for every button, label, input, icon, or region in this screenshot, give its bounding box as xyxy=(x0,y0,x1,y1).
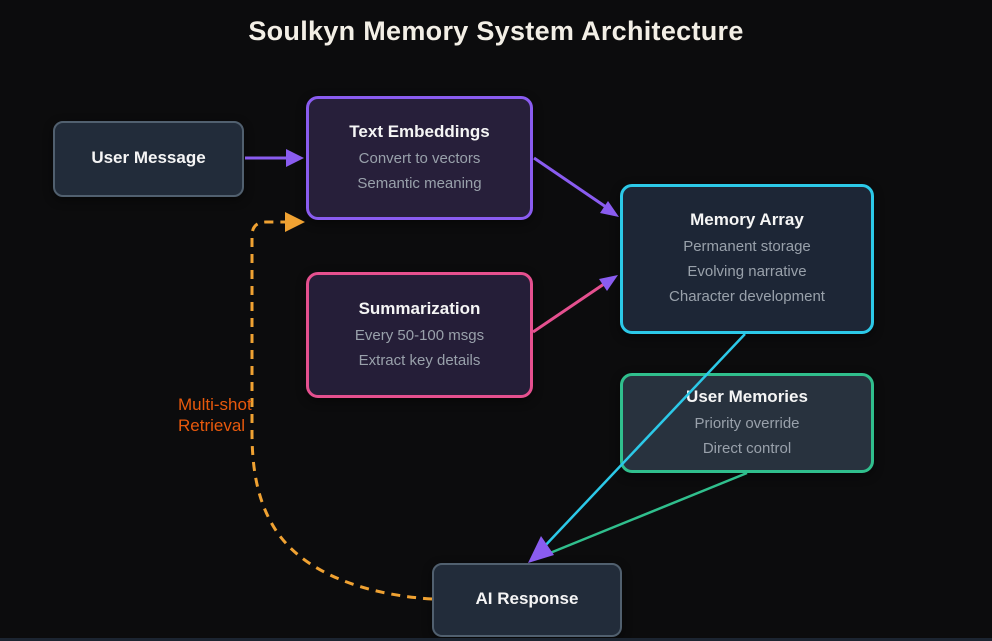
edge-text-embeddings-to-memory-array xyxy=(533,156,607,209)
node-user-message: User Message xyxy=(53,121,244,197)
edge-user-memories-to-ai-response xyxy=(549,471,748,555)
arrowhead-dashed-to-text-embeddings-icon xyxy=(285,212,305,232)
node-user-memories-line: Direct control xyxy=(702,439,792,457)
node-memory-array-line: Evolving narrative xyxy=(687,263,807,280)
node-ai-response: AI Response xyxy=(432,563,622,637)
bottom-edge-strip xyxy=(0,638,992,641)
node-user-memories-title: User Memories xyxy=(686,386,808,406)
node-user-message-title: User Message xyxy=(91,147,206,167)
arrowhead-to-ai-response-icon xyxy=(528,536,554,563)
edge-label-line: Multi-shot xyxy=(178,395,252,414)
node-text-embeddings-line: Semantic meaning xyxy=(357,174,482,192)
arrowhead-to-text-embeddings-icon xyxy=(286,149,304,167)
edge-label-line: Retrieval xyxy=(178,416,246,435)
node-summarization-line: Extract key details xyxy=(358,351,481,369)
node-memory-array-title: Memory Array xyxy=(690,210,804,229)
node-text-embeddings-line: Convert to vectors xyxy=(358,149,481,167)
node-memory-array: Memory Array Permanent storage Evolving … xyxy=(620,184,874,334)
node-ai-response-title: AI Response xyxy=(475,588,579,608)
node-text-embeddings-title: Text Embeddings xyxy=(349,121,490,141)
node-summarization-title: Summarization xyxy=(358,298,481,318)
page-title: Soulkyn Memory System Architecture xyxy=(248,16,744,46)
edge-label-multi-shot-retrieval: Multi-shot Retrieval xyxy=(178,394,252,436)
node-memory-array-line: Character development xyxy=(669,288,825,305)
node-user-memories-line: Priority override xyxy=(694,414,800,432)
node-summarization-line: Every 50-100 msgs xyxy=(354,326,485,344)
node-user-memories: User Memories Priority override Direct c… xyxy=(620,373,874,473)
node-text-embeddings: Text Embeddings Convert to vectors Seman… xyxy=(306,96,533,220)
arrowhead-to-memory-array-top-icon xyxy=(600,201,619,217)
node-summarization: Summarization Every 50-100 msgs Extract … xyxy=(306,272,533,398)
edge-summarization-to-memory-array xyxy=(532,282,605,334)
arrowhead-to-memory-array-bottom-icon xyxy=(599,275,618,291)
node-memory-array-line: Permanent storage xyxy=(683,238,811,255)
